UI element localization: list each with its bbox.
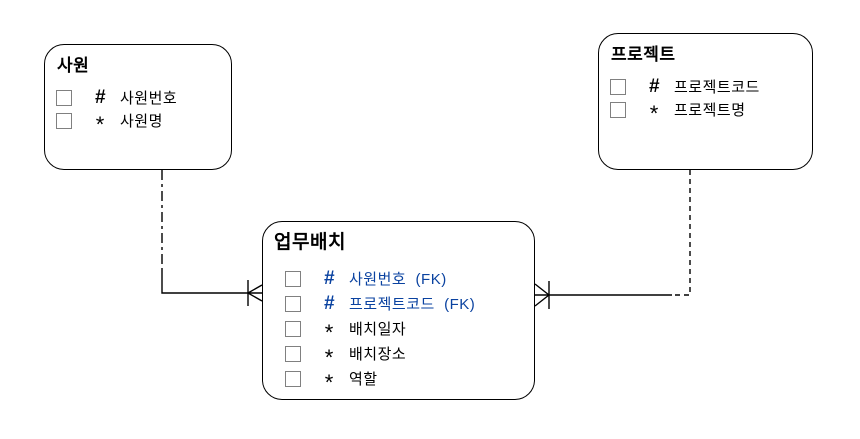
attribute-checkbox-icon <box>285 370 301 387</box>
primary-key-hash-icon: # <box>94 86 106 108</box>
primary-key-hash-icon: # <box>648 75 660 97</box>
attribute-list: # 사원번호 (FK) # 프로젝트코드 (FK) * 배치일자 * 배치장소 … <box>263 266 534 395</box>
relationship-dashed-segment <box>672 170 691 296</box>
entity-assignment-title: 업무배치 <box>274 232 346 253</box>
attribute-checkbox-icon <box>610 78 626 95</box>
entity-assignment[interactable]: 업무배치 # 사원번호 (FK) # 프로젝트코드 (FK) * 배치일자 * … <box>262 221 535 400</box>
attribute-row: # 사원번호 <box>45 86 231 109</box>
attribute-name: 역할 <box>349 371 378 388</box>
attribute-checkbox-icon <box>285 295 301 312</box>
attribute-checkbox-icon <box>285 345 301 362</box>
attribute-row: * 배치일자 <box>263 316 534 345</box>
attribute-checkbox-icon <box>610 101 626 118</box>
entity-employee[interactable]: 사원 # 사원번호 * 사원명 <box>44 44 232 170</box>
relationship-project-assignment[interactable] <box>534 170 691 309</box>
attribute-name: 프로젝트명 <box>674 102 746 119</box>
attribute-name: 사원번호 (FK) <box>349 271 447 288</box>
mandatory-star-icon: * <box>324 344 334 370</box>
attribute-row: * 역할 <box>263 366 534 395</box>
attribute-row-fk: # 사원번호 (FK) <box>263 266 534 291</box>
entity-project-title: 프로젝트 <box>611 45 676 64</box>
attribute-checkbox-icon <box>285 270 301 287</box>
attribute-list: # 프로젝트코드 * 프로젝트명 <box>599 75 812 126</box>
attribute-name: 프로젝트코드 <box>674 79 760 96</box>
primary-key-hash-icon: # <box>323 267 335 289</box>
attribute-name: 사원번호 <box>120 90 178 107</box>
crow-foot-icon <box>247 284 263 302</box>
mandatory-star-icon: * <box>324 319 334 345</box>
attribute-name: 배치일자 <box>349 321 407 338</box>
relationship-employee-assignment[interactable] <box>161 170 263 306</box>
attribute-checkbox-icon <box>56 112 72 129</box>
attribute-checkbox-icon <box>285 320 301 337</box>
primary-key-hash-icon: # <box>323 292 335 314</box>
attribute-row: # 프로젝트코드 <box>599 75 812 98</box>
attribute-name: 사원명 <box>120 113 163 130</box>
relationship-solid-segment <box>161 268 262 294</box>
mandatory-star-icon: * <box>95 111 105 137</box>
attribute-name: 배치장소 <box>349 346 407 363</box>
entity-employee-title: 사원 <box>57 56 90 75</box>
entity-project[interactable]: 프로젝트 # 프로젝트코드 * 프로젝트명 <box>598 33 813 170</box>
attribute-row: * 사원명 <box>45 109 231 137</box>
attribute-row-fk: # 프로젝트코드 (FK) <box>263 291 534 316</box>
attribute-row: * 프로젝트명 <box>599 98 812 126</box>
attribute-checkbox-icon <box>56 89 72 106</box>
attribute-row: * 배치장소 <box>263 341 534 370</box>
mandatory-star-icon: * <box>649 100 659 126</box>
attribute-list: # 사원번호 * 사원명 <box>45 86 231 137</box>
crow-foot-icon <box>534 283 550 307</box>
attribute-name: 프로젝트코드 (FK) <box>349 296 476 313</box>
mandatory-star-icon: * <box>324 369 334 395</box>
